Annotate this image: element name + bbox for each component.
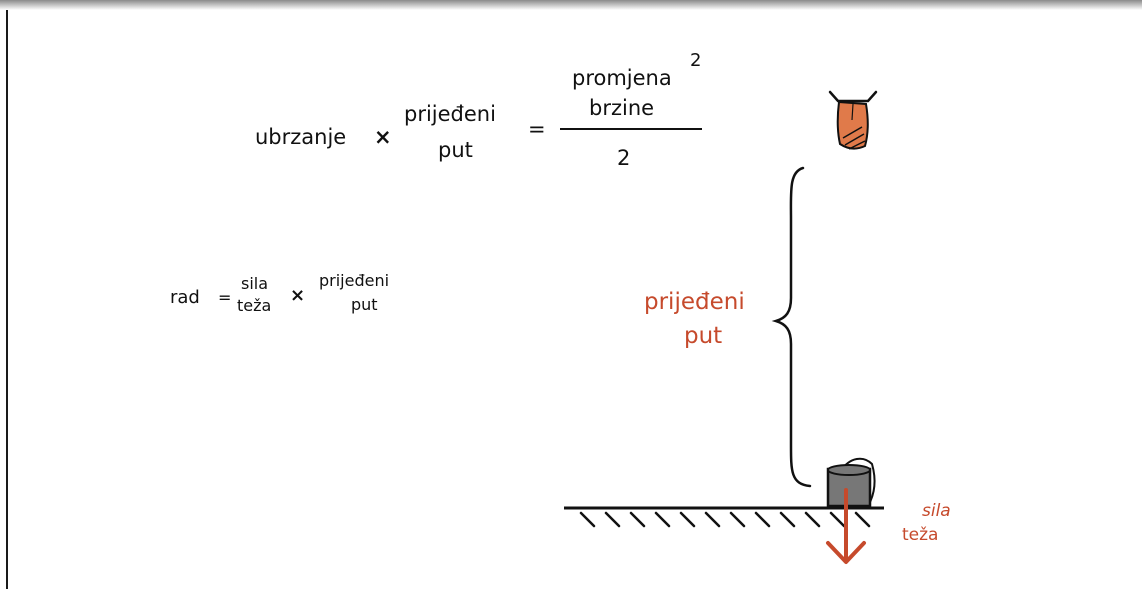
acceleration-term: ubrzanje <box>255 125 347 149</box>
distance-brace <box>771 166 812 488</box>
distance-label-bottom: put <box>684 323 723 349</box>
gravity-arrow <box>826 488 866 564</box>
ground-line <box>564 506 884 528</box>
distance-term-bottom: put <box>438 138 473 162</box>
distance-label-top: prijeđeni <box>644 289 745 315</box>
exponent: 2 <box>690 50 702 71</box>
times-sign: × <box>374 125 392 149</box>
times-sign-2: × <box>290 285 306 306</box>
force-term-bottom: teža <box>237 296 272 315</box>
fraction-bar <box>560 128 702 130</box>
force-term-top: sila <box>241 274 269 293</box>
denominator: 2 <box>617 146 631 170</box>
left-border <box>6 10 8 589</box>
equals-sign: = <box>528 117 546 141</box>
weight-icon <box>826 457 876 508</box>
distance-term-top-2: prijeđeni <box>319 271 390 290</box>
gravity-label-top: sila <box>922 501 951 521</box>
velocity-change-bottom: brzine <box>589 96 655 120</box>
hand-icon <box>828 90 878 150</box>
equals-sign-2: = <box>218 288 232 307</box>
velocity-change-top: promjena <box>572 66 672 90</box>
distance-term-bottom-2: put <box>351 295 378 314</box>
distance-term-top: prijeđeni <box>404 102 496 126</box>
gravity-label-bottom: teža <box>902 525 939 545</box>
top-shadow <box>0 0 1142 10</box>
work-term: rad <box>170 287 200 308</box>
